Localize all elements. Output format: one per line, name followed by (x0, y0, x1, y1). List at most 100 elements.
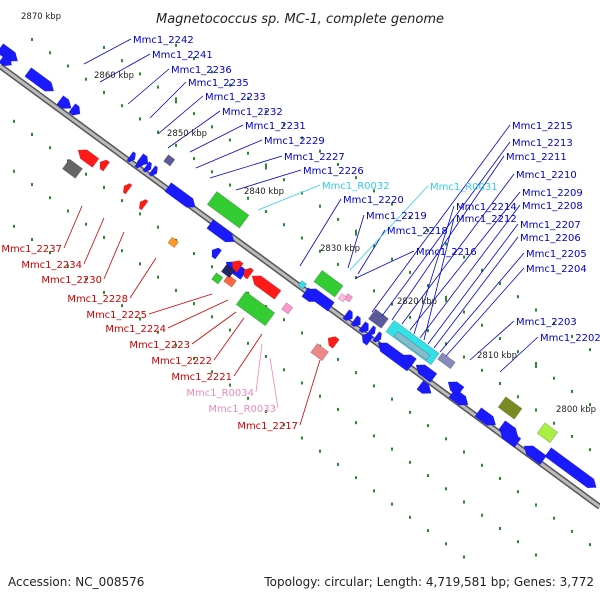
forward-gene-arrow (24, 67, 55, 92)
gene-label: Mmc1_2205 (526, 249, 587, 260)
leader-line (347, 214, 365, 269)
tick-mark (175, 343, 177, 347)
tick-mark (175, 43, 177, 47)
leader-line (189, 124, 244, 153)
tick-mark (391, 397, 393, 401)
gene-label: Mmc1_2223 (129, 340, 190, 351)
tick-mark (301, 381, 303, 385)
tick-mark (193, 57, 195, 61)
tick-mark (49, 251, 51, 255)
tick-mark (121, 104, 123, 108)
tick-mark (247, 96, 249, 100)
tick-mark (499, 337, 501, 340)
gene-label: Mmc1_2206 (520, 233, 581, 244)
tick-mark (31, 238, 33, 242)
tick-mark (481, 323, 483, 327)
gene-label: Mmc1_2209 (522, 188, 583, 199)
leader-line (209, 155, 283, 179)
tick-mark (463, 450, 465, 454)
tick-mark (13, 119, 15, 123)
tick-mark (499, 527, 501, 530)
tick-mark (229, 138, 231, 142)
leader-line (269, 357, 279, 409)
tick-mark (589, 348, 591, 352)
tick-mark (427, 284, 429, 288)
tick-mark (121, 199, 123, 203)
reverse-gene-arrow (499, 429, 522, 448)
red-gene-arrow (77, 149, 100, 168)
tick-mark (157, 130, 159, 134)
gene-label: Mmc1_2219 (366, 211, 427, 222)
leader-line (167, 299, 229, 329)
tick-mark (229, 183, 231, 187)
small-gene-arrow (126, 151, 136, 163)
reverse-gene-arrow (401, 354, 417, 369)
kbp-label: 2820 kbp (397, 297, 437, 307)
gene-label: Mmc1_2222 (151, 356, 212, 367)
tick-mark (445, 542, 447, 546)
tick-mark (535, 308, 537, 312)
gene-label: Mmc1_2242 (133, 35, 194, 46)
leader-line (255, 343, 263, 393)
tick-mark (373, 189, 375, 193)
tick-mark (499, 477, 501, 480)
tick-mark (337, 162, 339, 166)
red-gene-arrow (251, 275, 282, 300)
tick-mark (319, 149, 321, 153)
tick-mark (571, 529, 573, 533)
tick-mark (445, 295, 447, 302)
tick-mark (499, 382, 501, 385)
tick-mark (103, 235, 105, 239)
tick-mark (265, 110, 267, 114)
leader-line (409, 191, 521, 331)
tick-mark (337, 217, 339, 221)
green-gene-box (235, 291, 276, 327)
tick-mark (355, 229, 357, 236)
leader-line (195, 139, 263, 169)
tick-mark (67, 209, 69, 213)
tick-mark (31, 133, 33, 137)
tick-mark (265, 355, 267, 359)
red-gene-arrow (99, 159, 111, 172)
tick-mark (463, 555, 465, 559)
leader-line (213, 317, 245, 361)
kbp-label: 2850 kbp (167, 129, 207, 139)
tick-mark (85, 277, 87, 281)
green-gene-box (211, 272, 224, 285)
tick-mark (571, 389, 573, 393)
tick-mark (103, 90, 105, 94)
red-gene-box (310, 343, 329, 362)
leader-line (419, 204, 521, 339)
forward-gene-arrow (68, 103, 81, 116)
cyan-gene-box (393, 331, 431, 361)
gene-label: Mmc1_2202 (540, 333, 600, 344)
tick-mark (391, 257, 393, 261)
leader-line (127, 68, 170, 105)
leader-line (427, 223, 519, 345)
tick-mark (409, 410, 411, 414)
tick-mark (229, 328, 231, 332)
tick-mark (535, 361, 537, 368)
tick-mark (517, 490, 519, 494)
slate-gene-box (437, 352, 456, 370)
tick-mark (391, 302, 393, 306)
leader-line (191, 311, 237, 345)
tick-mark (571, 334, 573, 338)
small-gene-arrow (142, 161, 152, 173)
pink-gene-box (337, 293, 348, 303)
green-gene-box (313, 269, 344, 298)
red-gene-arrow (327, 336, 340, 349)
tick-mark (355, 421, 357, 425)
reverse-gene-arrow (306, 288, 335, 312)
leader-line (381, 141, 511, 317)
forward-gene-arrow (416, 380, 432, 394)
gene-label: Mmc1_2230 (41, 275, 102, 286)
tick-mark (193, 157, 195, 161)
slate-gene-box (368, 308, 389, 329)
tick-mark (535, 553, 537, 557)
leader-line (257, 184, 321, 211)
tick-mark (283, 123, 285, 127)
tick-mark (139, 72, 141, 76)
tick-mark (31, 38, 33, 42)
